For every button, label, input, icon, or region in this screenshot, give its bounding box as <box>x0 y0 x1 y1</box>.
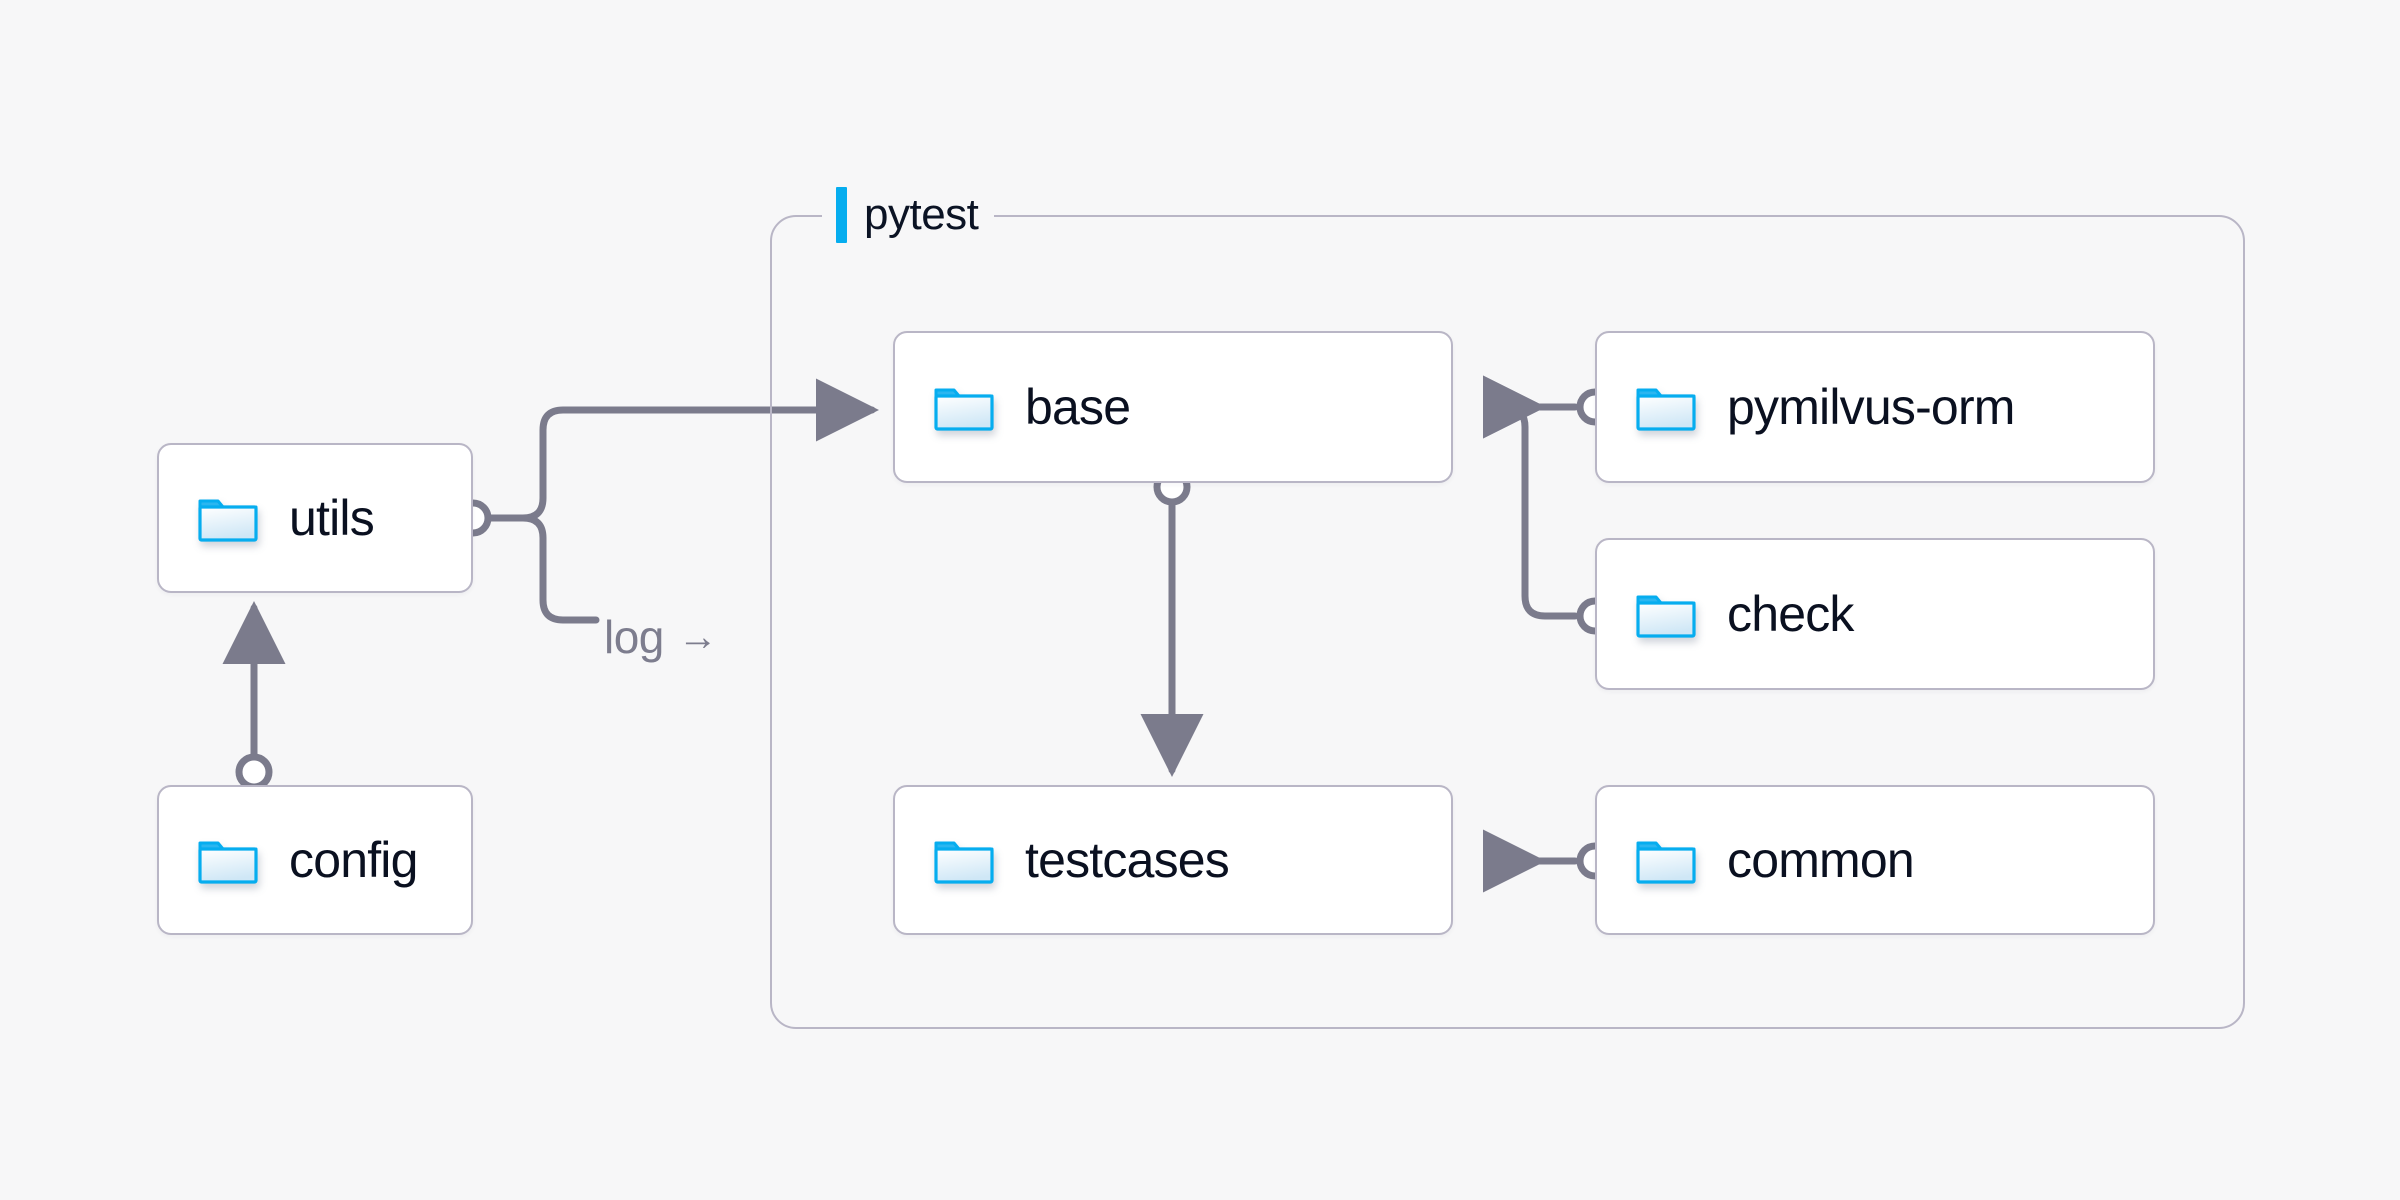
node-utils[interactable]: utils <box>157 443 473 593</box>
node-label: pymilvus-orm <box>1727 379 2015 435</box>
folder-icon <box>934 841 994 884</box>
accent-bar-icon <box>836 187 847 243</box>
node-config[interactable]: config <box>157 785 473 935</box>
edge-label-log: log → <box>604 611 718 663</box>
node-pymilvus-orm[interactable]: pymilvus-orm <box>1595 331 2155 483</box>
node-common[interactable]: common <box>1595 785 2155 935</box>
edge-utils-to-log <box>483 514 600 624</box>
node-label: common <box>1727 832 1915 888</box>
node-base[interactable]: base <box>893 331 1453 483</box>
edge-label-text: log <box>604 611 664 663</box>
folder-icon <box>1636 595 1696 638</box>
node-label: testcases <box>1025 832 1230 888</box>
folder-icon <box>934 388 994 431</box>
folder-icon <box>198 841 258 884</box>
pytest-group-label: pytest <box>822 186 995 244</box>
group-title-text: pytest <box>864 190 979 239</box>
node-label: utils <box>289 490 375 546</box>
pytest-group-container[interactable] <box>770 215 2245 1029</box>
port-dot-config-top <box>235 753 273 791</box>
node-check[interactable]: check <box>1595 538 2155 690</box>
arrow-right-icon: → <box>677 615 718 659</box>
folder-icon <box>1636 841 1696 884</box>
node-testcases[interactable]: testcases <box>893 785 1453 935</box>
node-label: base <box>1025 379 1131 435</box>
node-label: config <box>289 832 418 888</box>
folder-icon <box>198 499 258 542</box>
node-label: check <box>1727 586 1854 642</box>
folder-icon <box>1636 388 1696 431</box>
